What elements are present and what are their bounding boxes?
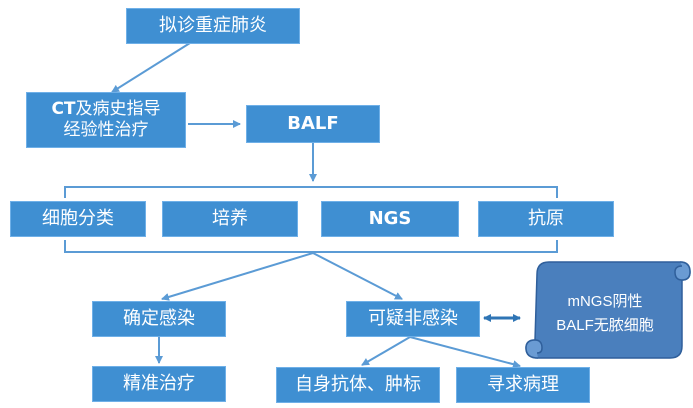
autoantibody-tumor-marker-box: 自身抗体、肿标: [276, 367, 440, 403]
precision-treatment-label: 精准治疗: [123, 372, 195, 394]
suspected-severe-pneumonia-label: 拟诊重症肺炎: [159, 14, 267, 36]
ngs-box: NGS: [321, 201, 459, 237]
arrow-tests-to-noninfect: [312, 252, 403, 300]
balf-label: BALF: [287, 112, 339, 134]
bracket-bottom: [64, 240, 558, 253]
ct-empiric-treatment-box: CT及病史指导 经验性治疗: [26, 92, 186, 148]
ct-line1-rest: 及病史指导: [75, 98, 161, 119]
ct-line1: CT及病史指导: [51, 99, 160, 120]
confirmed-infection-box: 确定感染: [92, 301, 226, 337]
suspected-noninfectious-box: 可疑非感染: [346, 301, 480, 337]
antigen-box: 抗原: [478, 201, 614, 237]
seek-pathology-label: 寻求病理: [487, 373, 559, 395]
autoantibody-tumor-marker-label: 自身抗体、肿标: [295, 373, 421, 395]
arrow-suspect-to-ct: [111, 42, 191, 93]
ngs-label: NGS: [368, 207, 412, 229]
culture-label: 培养: [212, 207, 248, 229]
arrow-tests-to-confirmed: [161, 252, 314, 301]
note-line1: mNGS阴性: [567, 293, 643, 310]
precision-treatment-box: 精准治疗: [92, 366, 226, 402]
cell-classification-label: 细胞分类: [42, 207, 114, 229]
balf-box: BALF: [246, 105, 380, 143]
bracket-top: [64, 186, 558, 198]
culture-box: 培养: [162, 201, 298, 237]
arrow-noninfect-to-autoantibody: [361, 336, 411, 366]
note-text: mNGS阴性 BALF无脓细胞: [540, 290, 670, 338]
ct-prefix: CT: [51, 98, 76, 119]
ct-line2: 经验性治疗: [63, 120, 149, 140]
note-scroll: [525, 261, 691, 359]
suspected-severe-pneumonia-box: 拟诊重症肺炎: [126, 8, 300, 44]
suspected-noninfectious-label: 可疑非感染: [368, 307, 458, 329]
seek-pathology-box: 寻求病理: [456, 367, 590, 403]
cell-classification-box: 细胞分类: [10, 201, 146, 237]
note-line2: BALF无脓细胞: [556, 317, 654, 334]
arrow-noninfect-to-pathology: [409, 336, 521, 369]
confirmed-infection-label: 确定感染: [123, 307, 195, 329]
antigen-label: 抗原: [528, 207, 564, 229]
